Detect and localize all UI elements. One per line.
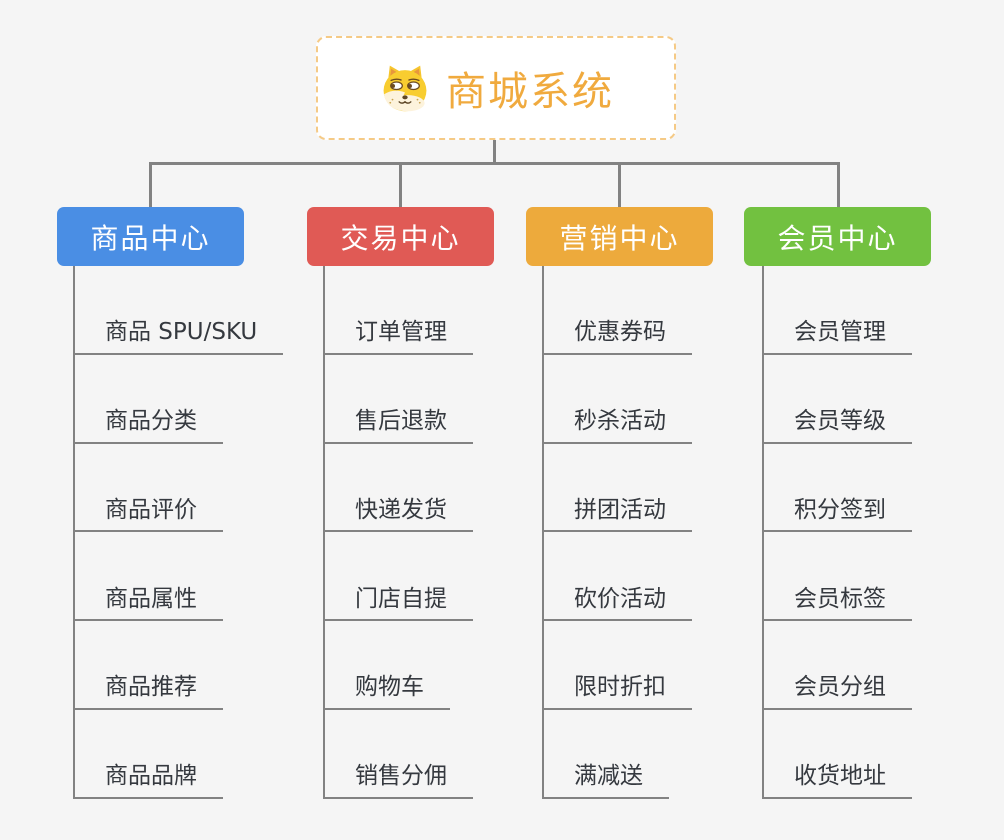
root-title: 商城系统 bbox=[446, 69, 614, 115]
mindmap-item[interactable]: 限时折扣 bbox=[544, 621, 692, 710]
mindmap-item[interactable]: 拼团活动 bbox=[544, 444, 692, 533]
mindmap-item[interactable]: 优惠券码 bbox=[544, 266, 692, 355]
mindmap-item-label: 商品 SPU/SKU bbox=[105, 319, 258, 346]
mindmap-item-label: 会员分组 bbox=[794, 674, 886, 701]
branch-node-product-center[interactable]: 商品中心 bbox=[57, 207, 244, 266]
mindmap-item[interactable]: 积分签到 bbox=[764, 444, 912, 533]
mindmap-item-label: 积分签到 bbox=[794, 496, 886, 523]
mindmap-item[interactable]: 商品评价 bbox=[75, 444, 223, 533]
mindmap-item-label: 商品属性 bbox=[105, 585, 197, 612]
branch-label: 会员中心 bbox=[777, 221, 898, 255]
branch-label: 营销中心 bbox=[559, 221, 680, 255]
mindmap-item-label: 快递发货 bbox=[355, 496, 447, 523]
root-connector-stub bbox=[493, 140, 496, 163]
branch-column-marketing-center: 优惠券码秒杀活动拼团活动砍价活动限时折扣满减送 bbox=[542, 266, 692, 799]
mindmap-item[interactable]: 商品分类 bbox=[75, 355, 223, 444]
branch-node-marketing-center[interactable]: 营销中心 bbox=[526, 207, 713, 266]
mindmap-item[interactable]: 售后退款 bbox=[325, 355, 473, 444]
drop-line-member-center bbox=[836, 162, 840, 208]
mindmap-item-label: 商品评价 bbox=[105, 496, 197, 523]
mindmap-item-label: 优惠券码 bbox=[574, 319, 666, 346]
mindmap-item[interactable]: 订单管理 bbox=[325, 266, 473, 355]
mindmap-item-label: 满减送 bbox=[574, 763, 643, 790]
mindmap-item-label: 订单管理 bbox=[355, 319, 447, 346]
mindmap-item-label: 购物车 bbox=[355, 674, 424, 701]
mindmap-item-label: 门店自提 bbox=[355, 585, 447, 612]
mindmap-item[interactable]: 秒杀活动 bbox=[544, 355, 692, 444]
root-node[interactable]: 商城系统 bbox=[316, 36, 676, 140]
mindmap-item[interactable]: 商品 SPU/SKU bbox=[75, 266, 284, 355]
mindmap-item[interactable]: 会员标签 bbox=[764, 532, 912, 622]
mindmap-item[interactable]: 收货地址 bbox=[764, 710, 912, 799]
mindmap-item[interactable]: 会员管理 bbox=[764, 266, 912, 355]
mindmap-item[interactable]: 商品推荐 bbox=[75, 621, 223, 710]
mindmap-item-label: 拼团活动 bbox=[574, 496, 666, 523]
mindmap-item[interactable]: 商品品牌 bbox=[75, 710, 223, 799]
branch-column-member-center: 会员管理会员等级积分签到会员标签会员分组收货地址 bbox=[762, 266, 912, 799]
mindmap-item[interactable]: 满减送 bbox=[544, 710, 669, 799]
branch-node-trade-center[interactable]: 交易中心 bbox=[307, 207, 494, 266]
branch-connector-rail bbox=[150, 162, 840, 165]
mindmap-item-label: 会员标签 bbox=[794, 585, 886, 612]
mindmap-item-label: 秒杀活动 bbox=[574, 408, 666, 434]
branch-label: 商品中心 bbox=[90, 221, 211, 255]
mindmap-item-label: 会员管理 bbox=[794, 319, 886, 346]
mindmap-item-label: 商品分类 bbox=[105, 408, 197, 434]
mindmap-item-label: 收货地址 bbox=[794, 763, 886, 790]
mindmap-item-label: 销售分佣 bbox=[355, 763, 447, 790]
mindmap-item-label: 售后退款 bbox=[355, 408, 447, 434]
branch-node-member-center[interactable]: 会员中心 bbox=[744, 207, 931, 266]
mindmap-item[interactable]: 销售分佣 bbox=[325, 710, 473, 799]
drop-line-marketing-center bbox=[617, 162, 621, 208]
branch-column-trade-center: 订单管理售后退款快递发货门店自提购物车销售分佣 bbox=[323, 266, 473, 799]
mindmap-item-label: 会员等级 bbox=[794, 408, 886, 434]
mindmap-item-label: 商品品牌 bbox=[105, 763, 197, 790]
branch-label: 交易中心 bbox=[340, 221, 461, 255]
mindmap-item[interactable]: 快递发货 bbox=[325, 444, 473, 533]
doge-icon bbox=[383, 65, 427, 112]
mindmap-item[interactable]: 砍价活动 bbox=[544, 532, 692, 622]
mindmap-item-label: 限时折扣 bbox=[574, 674, 666, 701]
mindmap-item[interactable]: 会员分组 bbox=[764, 621, 912, 710]
mindmap-item-label: 砍价活动 bbox=[574, 585, 666, 612]
drop-line-product-center bbox=[148, 162, 152, 208]
mindmap-item[interactable]: 商品属性 bbox=[75, 532, 223, 622]
mindmap-item[interactable]: 会员等级 bbox=[764, 355, 912, 444]
mindmap-item-label: 商品推荐 bbox=[105, 674, 197, 701]
mindmap-item[interactable]: 购物车 bbox=[325, 621, 450, 710]
branch-column-product-center: 商品 SPU/SKU 商品分类商品评价商品属性商品推荐商品品牌 bbox=[73, 266, 284, 799]
drop-line-trade-center bbox=[398, 162, 402, 208]
mindmap-item[interactable]: 门店自提 bbox=[325, 532, 473, 622]
